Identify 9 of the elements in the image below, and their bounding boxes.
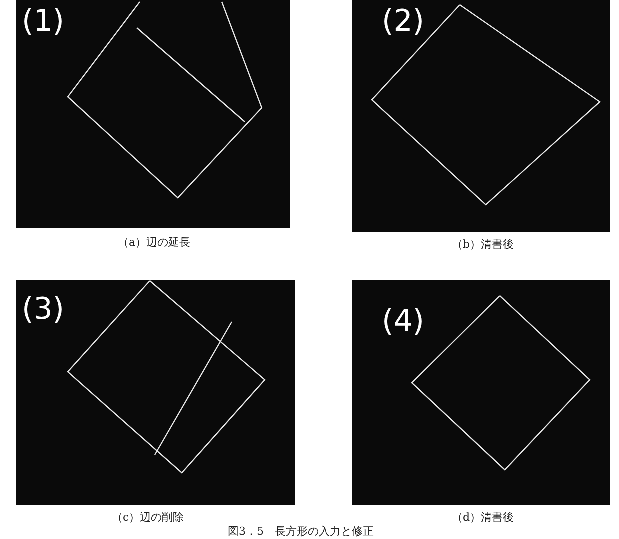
panel-number: (4) bbox=[382, 304, 424, 339]
panel-number: (3) bbox=[22, 292, 64, 327]
panel-number: (1) bbox=[22, 4, 64, 39]
panel-caption: （b）清書後 bbox=[452, 237, 514, 252]
panel-caption: （c）辺の削除 bbox=[112, 510, 184, 525]
panel-caption: （a）辺の延長 bbox=[118, 235, 191, 250]
figure-caption: 図3．5 長方形の入力と修正 bbox=[228, 524, 374, 539]
panel-number: (2) bbox=[382, 4, 424, 39]
panel-caption: （d）清書後 bbox=[452, 510, 514, 525]
